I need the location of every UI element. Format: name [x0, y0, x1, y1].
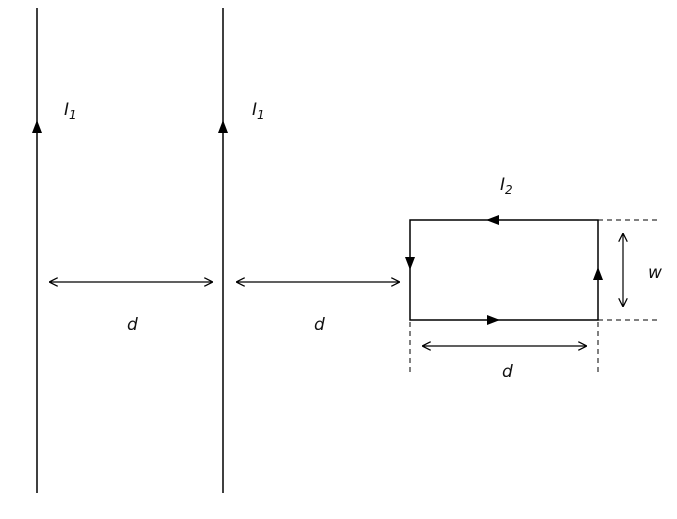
loop-right-arrow	[593, 267, 603, 280]
extension-lines	[409, 219, 660, 372]
gap-1-dimension: d	[50, 282, 212, 335]
loop-top-arrow	[486, 215, 499, 225]
wire-1-current-arrow	[32, 120, 42, 133]
wire-2: I1	[218, 8, 265, 493]
loop-left-arrow	[405, 257, 415, 270]
loop-current-label: I2	[500, 175, 513, 197]
wire-2-current-label: I1	[252, 100, 265, 122]
wire-1-current-label: I1	[64, 100, 77, 122]
gap-2-dimension: d	[237, 282, 399, 335]
loop-rectangle	[409, 219, 599, 321]
gap-2-label: d	[314, 315, 325, 335]
loop-width-dimension: d	[423, 346, 586, 382]
loop-height-dimension: w	[623, 234, 662, 306]
loop-width-label: d	[502, 362, 513, 382]
loop-height-label: w	[648, 263, 662, 283]
wire-1: I1	[32, 8, 77, 493]
wire-2-current-arrow	[218, 120, 228, 133]
current-loop: I2	[405, 175, 603, 325]
gap-1-label: d	[127, 315, 138, 335]
loop-bottom-arrow	[487, 315, 500, 325]
